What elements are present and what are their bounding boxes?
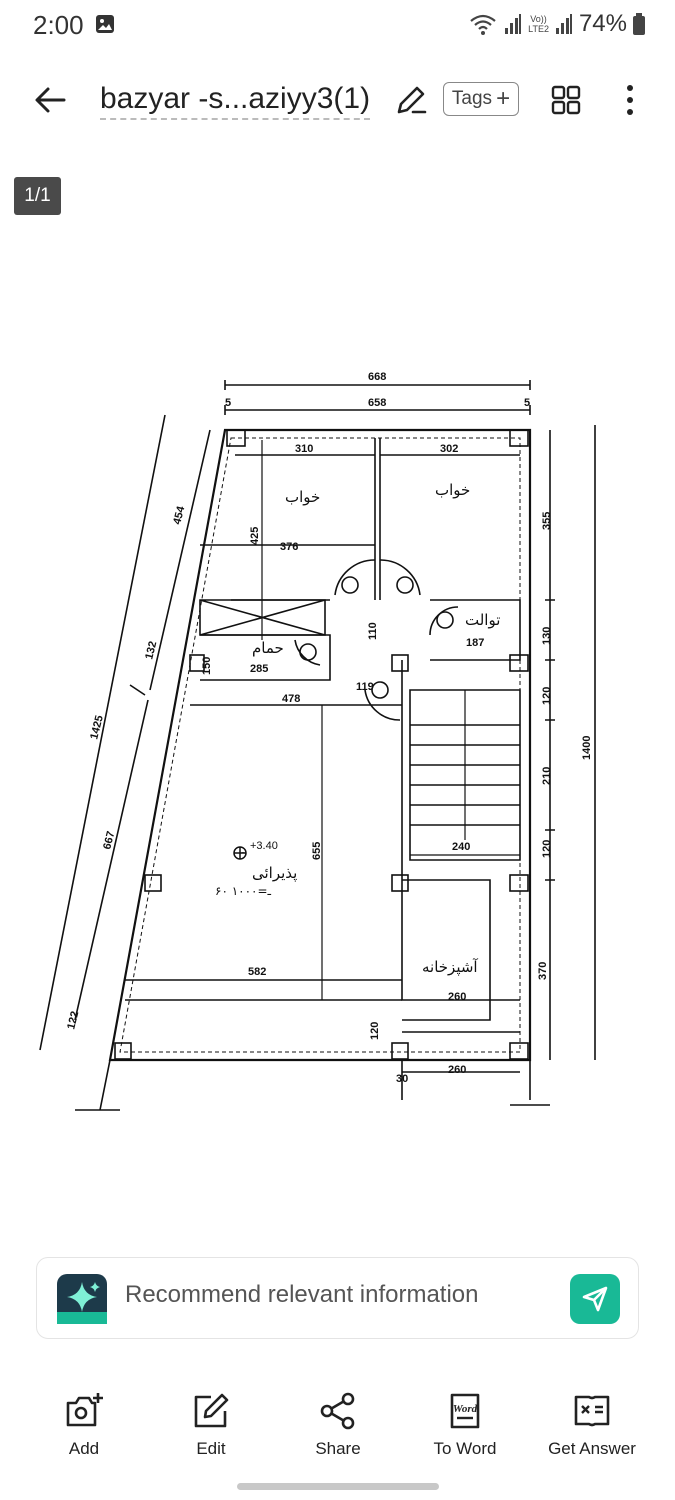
level-mark: +3.40 [250, 840, 278, 852]
dim-425: 425 [249, 527, 261, 545]
edit-icon [194, 1393, 229, 1428]
dim-667: 667 [101, 830, 117, 851]
dim-30: 30 [396, 1073, 408, 1085]
to-word-label: To Word [433, 1439, 497, 1458]
edit-label: Edit [196, 1439, 226, 1458]
dim-187: 187 [466, 637, 484, 649]
get-answer-button[interactable]: Get Answer [532, 1385, 652, 1459]
room-label-bedroom-2: خواب [435, 481, 470, 499]
lte-label: Vo)) LTE2 [528, 14, 549, 34]
dim-110: 110 [367, 622, 379, 640]
send-arrow-icon [582, 1286, 608, 1312]
document-title[interactable]: bazyar -s...aziyy3(1) [100, 82, 371, 120]
room-label-toilet: توالت [465, 611, 500, 629]
dim-355: 355 [541, 512, 553, 530]
rename-pencil-icon[interactable] [393, 82, 429, 118]
add-label: Add [68, 1439, 100, 1458]
signal-icon-2 [555, 14, 572, 34]
dim-132: 132 [143, 640, 159, 661]
word-icon: Word [450, 1393, 480, 1429]
wifi-icon [470, 14, 496, 35]
status-icons: Vo)) LTE2 74% [468, 10, 645, 38]
tags-button[interactable]: Tags + [443, 82, 519, 116]
get-answer-icon [574, 1395, 610, 1427]
add-button[interactable]: Add [24, 1385, 144, 1459]
dim-655: 655 [311, 842, 323, 860]
ai-sparkle-logo-icon [57, 1274, 107, 1324]
page-counter: 1/1 [14, 177, 61, 215]
room-label-bath: حمام [252, 639, 284, 657]
dim-582: 582 [248, 966, 266, 978]
dim-5b: 5 [524, 397, 530, 409]
edit-button[interactable]: Edit [151, 1385, 271, 1459]
dim-120c: 120 [541, 840, 553, 858]
dim-120b: 120 [541, 687, 553, 705]
dim-376: 376 [280, 541, 298, 553]
share-button[interactable]: Share [278, 1385, 398, 1459]
bottom-toolbar: Add Edit Share Word To Word Get Answe [0, 1385, 675, 1465]
floor-plan-drawing[interactable]: 668 658 5 5 310 302 454 132 1425 667 122… [30, 360, 650, 1120]
ai-send-button[interactable] [570, 1274, 620, 1324]
dim-1400: 1400 [581, 736, 593, 760]
dim-5a: 5 [225, 397, 231, 409]
dim-210: 210 [541, 767, 553, 785]
dim-122: 122 [65, 1010, 81, 1031]
dim-150: 150 [201, 657, 213, 675]
dim-119: 119 [356, 681, 374, 693]
share-icon [320, 1392, 355, 1430]
tags-plus: + [496, 85, 511, 112]
grid-view-icon[interactable] [550, 84, 582, 116]
camera-add-icon [66, 1393, 103, 1427]
ai-recommend-text: Recommend relevant information [125, 1281, 479, 1308]
room-label-kitchen: آشپزخانه [422, 958, 478, 977]
dim-120a: 120 [369, 1022, 381, 1040]
to-word-button[interactable]: Word To Word [405, 1385, 525, 1459]
dim-310: 310 [295, 443, 313, 455]
ai-recommend-bar[interactable]: Recommend relevant information [36, 1257, 639, 1339]
home-indicator[interactable] [237, 1483, 439, 1490]
status-time: 2:00 [33, 10, 84, 40]
get-answer-label: Get Answer [548, 1439, 636, 1458]
scale-mark: ۶۰ ۱۰۰۰=ـ [215, 884, 272, 898]
more-options-icon[interactable] [620, 82, 640, 118]
status-bar: 2:00 Vo)) LTE2 74% [0, 0, 675, 50]
share-label: Share [315, 1439, 361, 1458]
dim-240: 240 [452, 841, 470, 853]
back-arrow-icon[interactable] [30, 80, 70, 120]
photo-notification-icon [96, 15, 114, 33]
battery-icon [633, 13, 645, 35]
app-bar: bazyar -s...aziyy3(1) Tags + [0, 60, 675, 140]
dim-668: 668 [368, 371, 386, 383]
dim-658: 658 [368, 397, 386, 409]
signal-icon [505, 14, 522, 34]
dim-260b: 260 [448, 1064, 466, 1076]
dim-478: 478 [282, 693, 300, 705]
room-label-bedroom-1: خواب [285, 488, 320, 506]
tags-label: Tags [451, 88, 493, 109]
dim-454: 454 [171, 504, 187, 526]
level-marker-icon [233, 846, 247, 860]
room-label-reception: پذیرائی [252, 864, 297, 883]
dim-285: 285 [250, 663, 268, 675]
dim-260a: 260 [448, 991, 466, 1003]
battery-level: 74% [578, 10, 627, 37]
word-icon-text: Word [453, 1403, 478, 1415]
dim-370: 370 [537, 962, 549, 980]
dim-130: 130 [541, 627, 553, 645]
dim-1425: 1425 [88, 714, 106, 741]
dim-302: 302 [440, 443, 458, 455]
